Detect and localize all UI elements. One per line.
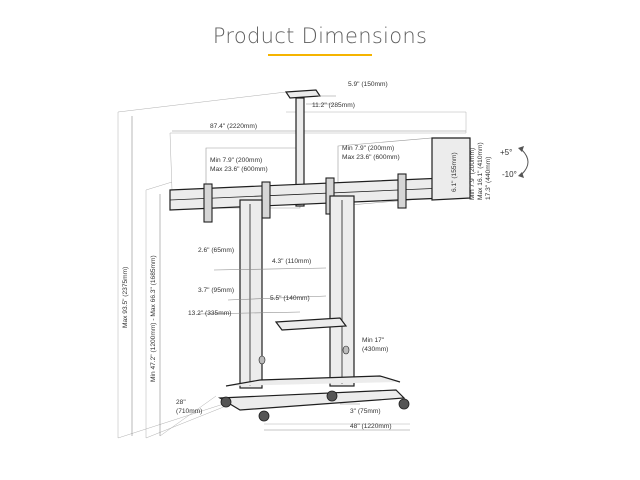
base-depth-mm-label: (710mm) [176, 408, 202, 415]
title-underline [268, 54, 372, 56]
bracket-depth-label: 6.1" (155mm) [451, 152, 458, 192]
shelf [197, 267, 348, 331]
bracket-height-label: 17.3" (440mm) [485, 157, 492, 200]
tilt-up-label: +5° [500, 148, 512, 157]
vesa-left-max-label: Max 23.6" (600mm) [210, 166, 268, 173]
vesa-vertical-max-label: Max 16.1" (410mm) [477, 142, 484, 200]
vesa-vertical-min-label: Min 7.9" (200mm) [469, 148, 476, 200]
shelf-thickness-label: 3.7" (95mm) [198, 287, 234, 294]
base-width-label: 48" (1220mm) [350, 423, 392, 430]
base-depth-in-label: 28" [176, 399, 186, 406]
floor-to-shelf-mm-label: (430mm) [362, 346, 388, 353]
page-title: Product Dimensions [212, 24, 428, 48]
column-offset-label: 2.6" (65mm) [198, 247, 234, 254]
caster-height-label: 3" (75mm) [350, 408, 381, 415]
support-columns [239, 195, 355, 389]
vesa-left-min-label: Min 7.9" (200mm) [210, 157, 262, 164]
shelf-width-label: 5.5" (140mm) [270, 295, 310, 302]
vesa-right-max-label: Max 23.6" (600mm) [342, 154, 400, 161]
overall-width-label: 87.4" (2220mm) [210, 123, 257, 130]
camera-mast [284, 89, 336, 207]
camera-mast-offset-label: 11.2" (285mm) [312, 102, 355, 109]
tilt-down-label: -10° [502, 170, 517, 179]
column-spacing-label: 4.3" (110mm) [272, 258, 311, 265]
camera-shelf-width-label: 5.9" (150mm) [348, 81, 388, 88]
height-dimension-planes [117, 91, 287, 439]
vesa-right-min-label: Min 7.9" (200mm) [342, 145, 394, 152]
overall-height-label: Max 93.5" (2375mm) [122, 267, 129, 328]
height-range-label: Min 47.2" (1200mm) - Max 66.3" (1685mm) [150, 255, 157, 382]
overall-width-dimension [169, 111, 467, 191]
mounting-crossbar [169, 137, 471, 223]
floor-to-shelf-min-label: Min 17" [362, 337, 385, 344]
base [159, 375, 410, 437]
shelf-depth-label: 13.2" (335mm) [188, 310, 231, 317]
tilt-arrow-icon [518, 146, 529, 178]
